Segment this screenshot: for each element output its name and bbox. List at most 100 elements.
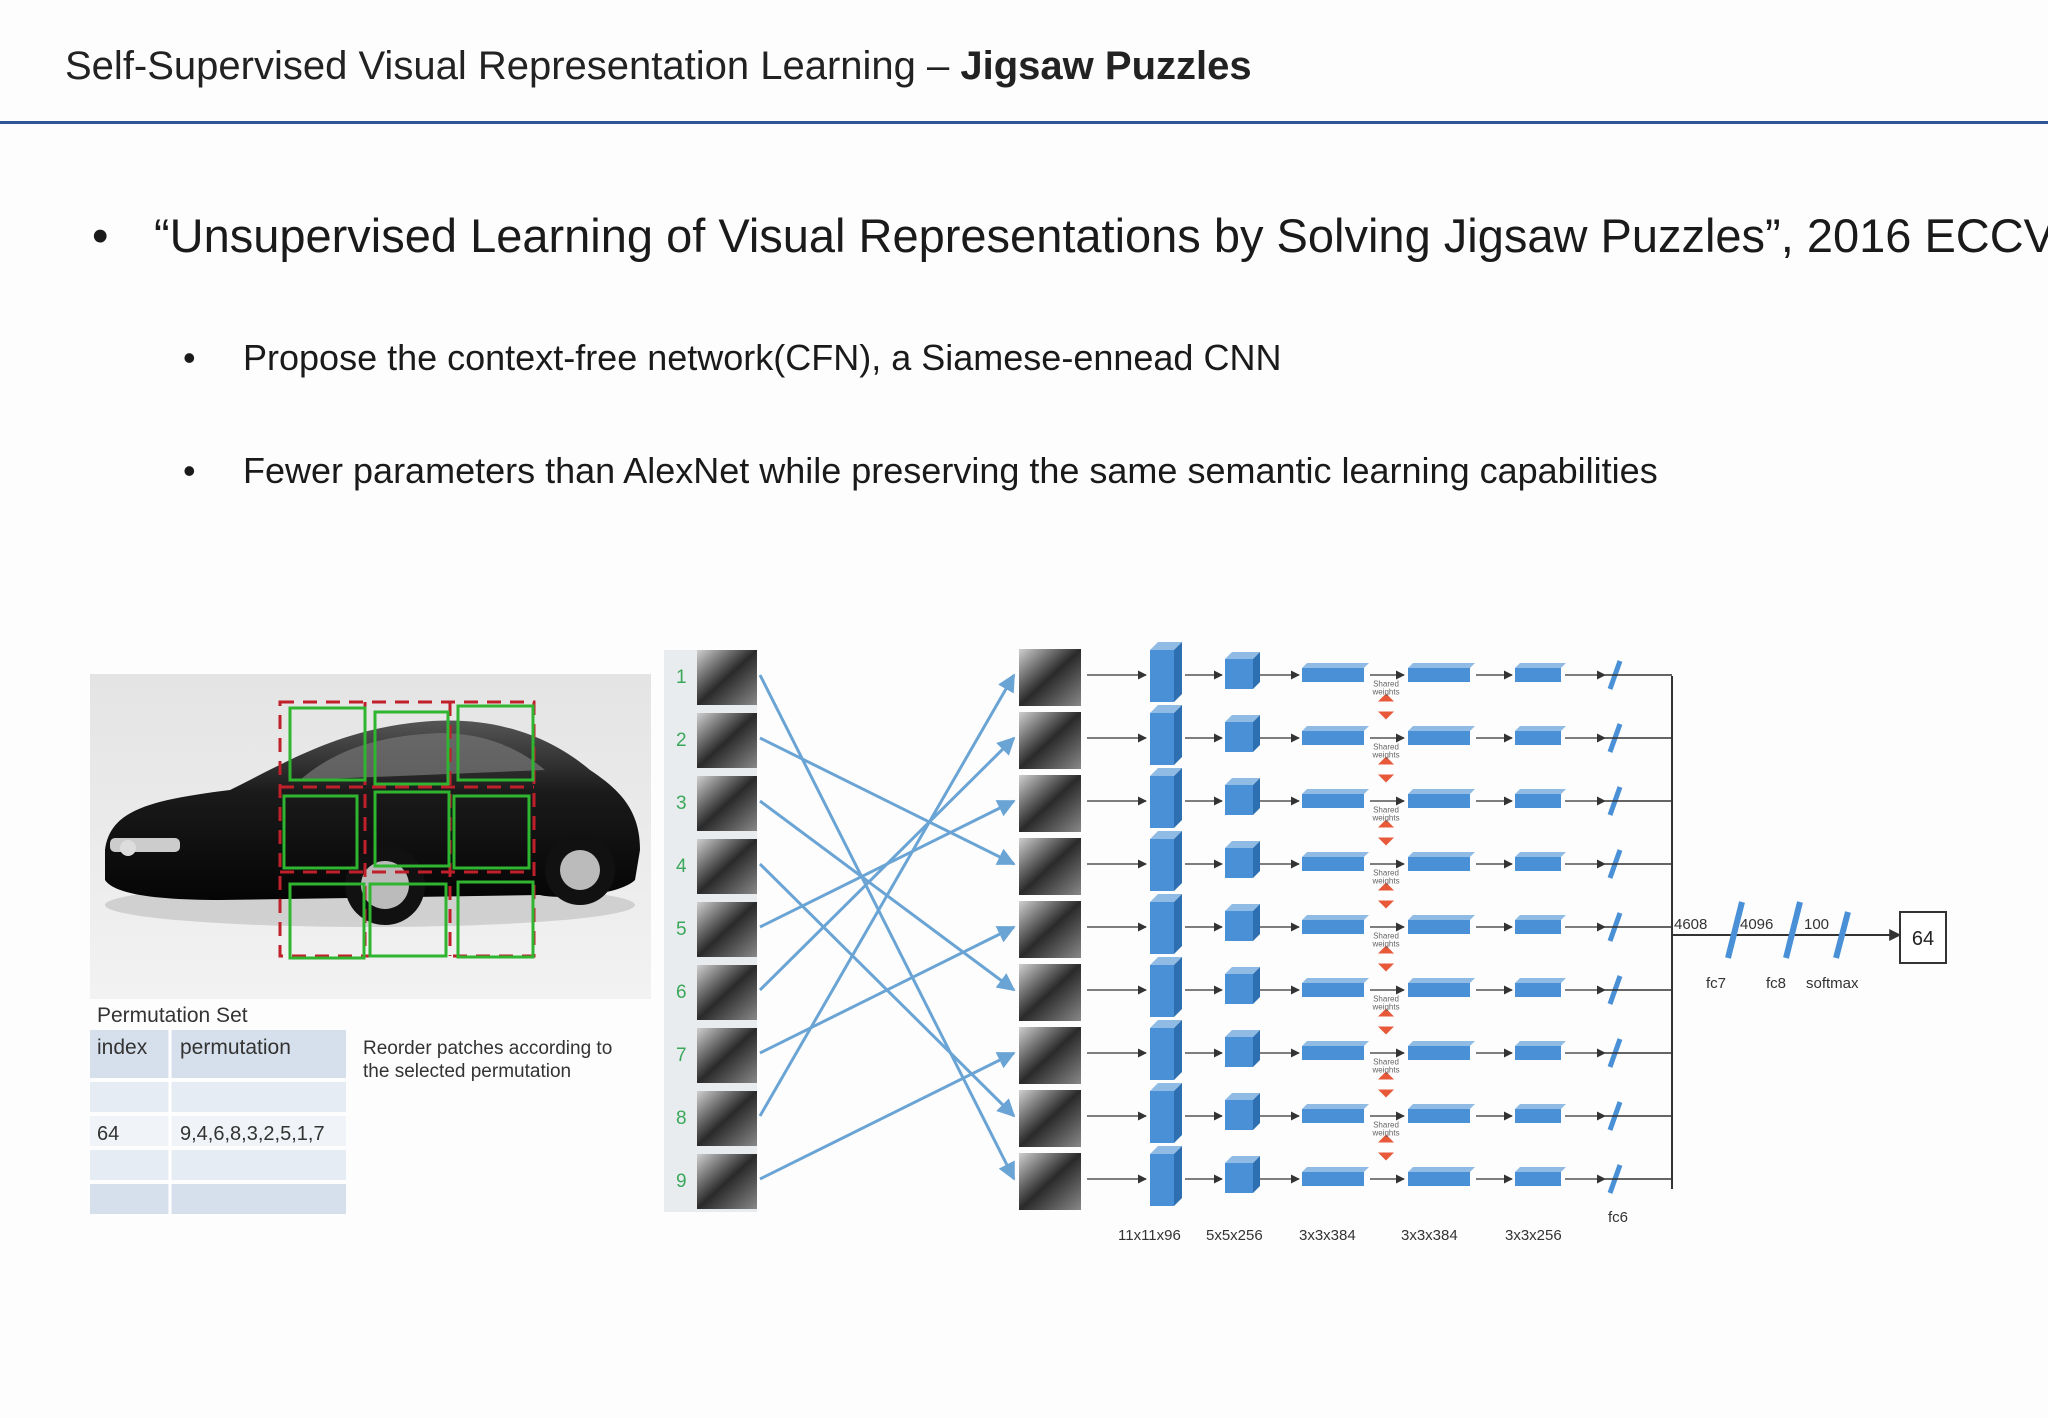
conv2-side [1253, 1156, 1260, 1193]
conv4-top [1408, 852, 1475, 857]
conv3-top [1302, 1167, 1369, 1172]
conv5-top [1515, 978, 1566, 983]
conv4-block [1408, 1172, 1470, 1186]
conv5-block [1515, 1046, 1561, 1060]
input-patch [697, 902, 757, 957]
shared-weights-label: Shared [1373, 806, 1399, 815]
permutation-arrow [758, 736, 1016, 992]
shared-down-arrow [1378, 1152, 1394, 1161]
conv4-block [1408, 668, 1470, 682]
conv5-block [1515, 920, 1561, 934]
patch-number: 1 [676, 667, 687, 688]
input-patch [697, 650, 757, 705]
conv1-side [1174, 768, 1182, 828]
branch-row [1087, 768, 1672, 828]
puzzle-green-tiles [282, 704, 535, 960]
conv4-block [1408, 1046, 1470, 1060]
shared-weights-label: weights [1371, 751, 1399, 760]
input-patch [697, 713, 757, 768]
conv4-block [1408, 1109, 1470, 1123]
shared-up-arrow [1378, 819, 1394, 828]
branch-row [1087, 1146, 1672, 1206]
conv2-top [1225, 1093, 1260, 1100]
conv3-top [1302, 1104, 1369, 1109]
conv3-block [1302, 1109, 1364, 1123]
conv4-block [1408, 983, 1470, 997]
conv4-top [1408, 978, 1475, 983]
conv3-block [1302, 857, 1364, 871]
shared-weights-label: weights [1371, 940, 1399, 949]
conv2-side [1253, 1030, 1260, 1067]
conv2-top [1225, 967, 1260, 974]
siamese-branches: SharedweightsSharedweightsSharedweightsS… [1087, 642, 1672, 1206]
conv3-top [1302, 978, 1369, 983]
conv2-top [1225, 778, 1260, 785]
conv2-side [1253, 652, 1260, 689]
conv4-top [1408, 1167, 1475, 1172]
shared-weights-label: weights [1371, 1066, 1399, 1075]
conv1-top [1150, 768, 1182, 776]
shared-down-arrow [1378, 1026, 1394, 1035]
conv2-block [1225, 722, 1253, 752]
conv1-block [1150, 713, 1174, 765]
conv2-top [1225, 1030, 1260, 1037]
reordered-patch [1019, 964, 1081, 1021]
permutation-arrow [758, 674, 1016, 1181]
conv1-block [1150, 1091, 1174, 1143]
fc6-label: fc6 [1608, 1209, 1628, 1226]
conv1-top [1150, 1146, 1182, 1154]
shared-up-arrow [1378, 945, 1394, 954]
shared-up-arrow [1378, 1071, 1394, 1080]
bullet-parameters: •Fewer parameters than AlexNet while pre… [183, 450, 1658, 492]
shared-weights-label: weights [1371, 688, 1399, 697]
softmax-label: softmax [1806, 975, 1859, 992]
input-patch [697, 1091, 757, 1146]
layer-label-conv1: 11x11x96 [1118, 1227, 1181, 1244]
conv1-block [1150, 776, 1174, 828]
shared-down-arrow [1378, 774, 1394, 783]
input-patch [697, 839, 757, 894]
conv3-block [1302, 794, 1364, 808]
patch-number: 3 [676, 793, 687, 814]
conv1-top [1150, 705, 1182, 713]
shared-up-arrow [1378, 1008, 1394, 1017]
conv3-top [1302, 915, 1369, 920]
conv3-top [1302, 663, 1369, 668]
reordered-patch-column [1019, 649, 1081, 1210]
input-patch [697, 1154, 757, 1209]
conv5-block [1515, 857, 1561, 871]
conv5-top [1515, 1167, 1566, 1172]
conv4-top [1408, 726, 1475, 731]
conv2-block [1225, 1100, 1253, 1130]
bullet-marker: • [183, 450, 196, 491]
conv2-block [1225, 1163, 1253, 1193]
conv1-top [1150, 642, 1182, 650]
conv1-side [1174, 705, 1182, 765]
conv1-side [1174, 642, 1182, 702]
conv1-side [1174, 831, 1182, 891]
branch-row [1087, 831, 1672, 891]
shared-weights-label: weights [1371, 1129, 1399, 1138]
layer-label-conv3: 3x3x384 [1299, 1227, 1356, 1244]
shared-weights-label: Shared [1373, 1121, 1399, 1130]
fc-number-100: 100 [1804, 916, 1829, 933]
conv3-block [1302, 920, 1364, 934]
conv5-top [1515, 726, 1566, 731]
shared-weights-label: Shared [1373, 932, 1399, 941]
conv4-top [1408, 663, 1475, 668]
conv1-side [1174, 1083, 1182, 1143]
shared-weights-label: Shared [1373, 680, 1399, 689]
shared-weights-label: Shared [1373, 743, 1399, 752]
conv2-top [1225, 841, 1260, 848]
conv2-block [1225, 1037, 1253, 1067]
conv3-block [1302, 731, 1364, 745]
patch-number: 6 [676, 982, 687, 1003]
conv2-side [1253, 841, 1260, 878]
patch-number: 4 [676, 856, 687, 877]
branch-row [1087, 894, 1672, 954]
conv2-side [1253, 778, 1260, 815]
shared-weights-label: Shared [1373, 869, 1399, 878]
